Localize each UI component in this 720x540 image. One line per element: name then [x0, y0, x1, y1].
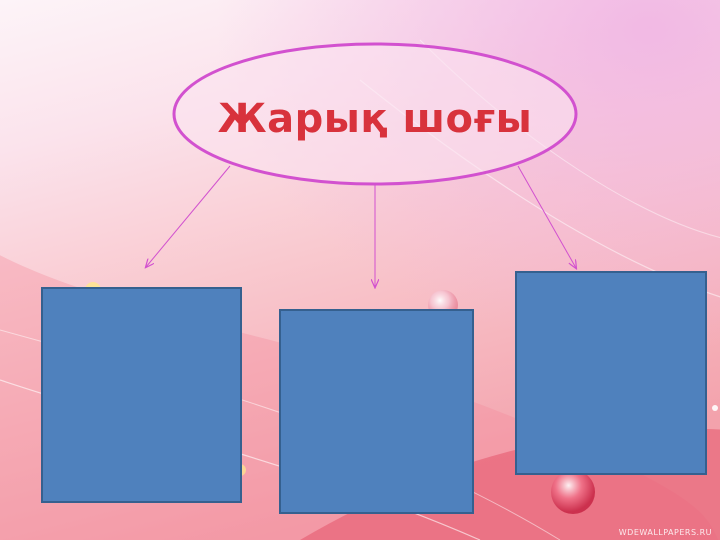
title-ellipse — [172, 42, 578, 186]
arrow-left — [146, 165, 231, 267]
box-left — [41, 287, 242, 503]
arrow-right — [517, 165, 576, 268]
box-right — [515, 271, 707, 475]
box-center — [279, 309, 474, 514]
watermark-text: WDEWALLPAPERS.RU — [618, 528, 712, 537]
diagram-title: Жарық шоғы — [217, 96, 533, 142]
